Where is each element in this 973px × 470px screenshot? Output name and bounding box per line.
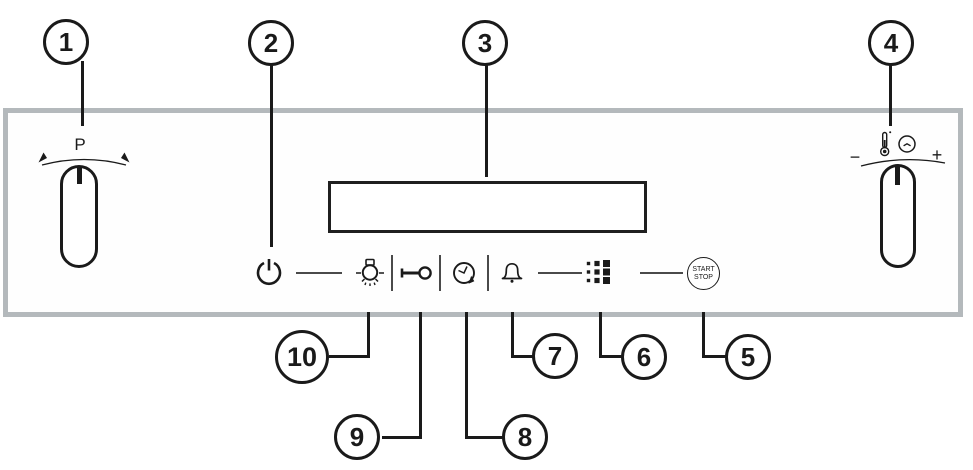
- callout-6: 6: [621, 334, 667, 380]
- program-knob-indicator: [77, 167, 82, 184]
- key-lock-icon: [400, 266, 432, 280]
- connector-line: [640, 272, 683, 274]
- callout-5: 5: [725, 334, 771, 380]
- callout-9: 9: [334, 414, 380, 460]
- arrow-right-icon: [121, 152, 130, 163]
- plus-label: +: [931, 145, 943, 165]
- start-label: START: [692, 265, 715, 273]
- callout-line-3: [485, 64, 488, 177]
- callout-4: 4: [868, 20, 914, 66]
- callout-line-7: [511, 312, 514, 358]
- program-knob-rotation-arc: [38, 152, 130, 166]
- callout-7: 7: [532, 333, 578, 379]
- connector-line: [296, 272, 342, 274]
- program-knob-label: P: [74, 135, 86, 154]
- stop-label: STOP: [694, 273, 713, 281]
- keypad-icon: [586, 260, 610, 284]
- callout-line-8: [465, 436, 503, 439]
- callout-line-10: [367, 312, 370, 358]
- callout-line-9: [419, 312, 422, 439]
- callout-line-1: [81, 61, 84, 126]
- temperature-time-knob-indicator: [895, 166, 900, 185]
- timer-icon: [453, 262, 475, 284]
- callout-line-8: [465, 312, 468, 439]
- callout-line-2: [270, 64, 273, 247]
- callout-line-9: [382, 436, 422, 439]
- callout-line-5: [702, 355, 726, 358]
- thermometer-icon: [879, 131, 892, 157]
- start-stop-button: START STOP: [687, 257, 720, 290]
- divider: [391, 255, 393, 291]
- alarm-bell-icon: [501, 262, 523, 283]
- callout-3: 3: [462, 20, 508, 66]
- minus-label: −: [849, 147, 861, 167]
- callout-10: 10: [275, 330, 329, 384]
- clock-icon: [898, 135, 916, 153]
- power-icon: [256, 259, 282, 286]
- divider: [439, 255, 441, 291]
- callout-line-6: [599, 355, 622, 358]
- callout-line-6: [599, 312, 602, 358]
- callout-line-4: [889, 64, 892, 126]
- callout-line-10: [329, 355, 370, 358]
- connector-line: [538, 272, 582, 274]
- adjust-knob-rotation-arc: [860, 158, 946, 167]
- arrow-left-icon: [38, 152, 47, 163]
- callout-line-7: [511, 355, 533, 358]
- callout-2: 2: [248, 20, 294, 66]
- oven-light-icon: [356, 258, 384, 286]
- display: [328, 181, 647, 233]
- callout-line-5: [702, 312, 705, 358]
- callout-8: 8: [502, 414, 548, 460]
- divider: [487, 255, 489, 291]
- callout-1: 1: [43, 19, 89, 65]
